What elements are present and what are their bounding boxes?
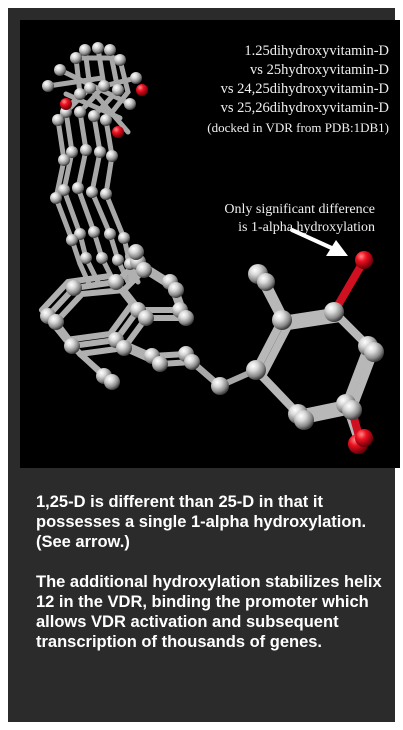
molecule-image: 1.25dihydroxyvitamin-D vs 25hydroxyvitam… <box>20 20 400 468</box>
note-line: is 1-alpha hydroxylation <box>238 220 375 235</box>
caption: 1,25-D is different than 25-D in that it… <box>36 492 391 672</box>
molecule-labels: 1.25dihydroxyvitamin-D vs 25hydroxyvitam… <box>109 42 389 137</box>
label-line: (docked in VDR from PDB:1DB1) <box>207 120 389 135</box>
caption-paragraph-2: The additional hydroxylation stabilizes … <box>36 573 382 651</box>
label-line: 1.25dihydroxyvitamin-D <box>244 43 389 59</box>
caption-paragraph-1: 1,25-D is different than 25-D in that it… <box>36 493 367 551</box>
note-line: Only significant difference <box>224 202 375 217</box>
figure-frame: 1.25dihydroxyvitamin-D vs 25hydroxyvitam… <box>8 8 400 722</box>
label-line: vs 25hydroxyvitamin-D <box>250 62 389 78</box>
molecule-rendering <box>39 42 384 454</box>
label-line: vs 24,25dihydroxyvitamin-D <box>220 81 389 97</box>
label-line: vs 25,26dihydroxyvitamin-D <box>220 100 389 116</box>
arrow-icon <box>290 228 348 256</box>
difference-note: Only significant difference is 1-alpha h… <box>115 201 375 237</box>
